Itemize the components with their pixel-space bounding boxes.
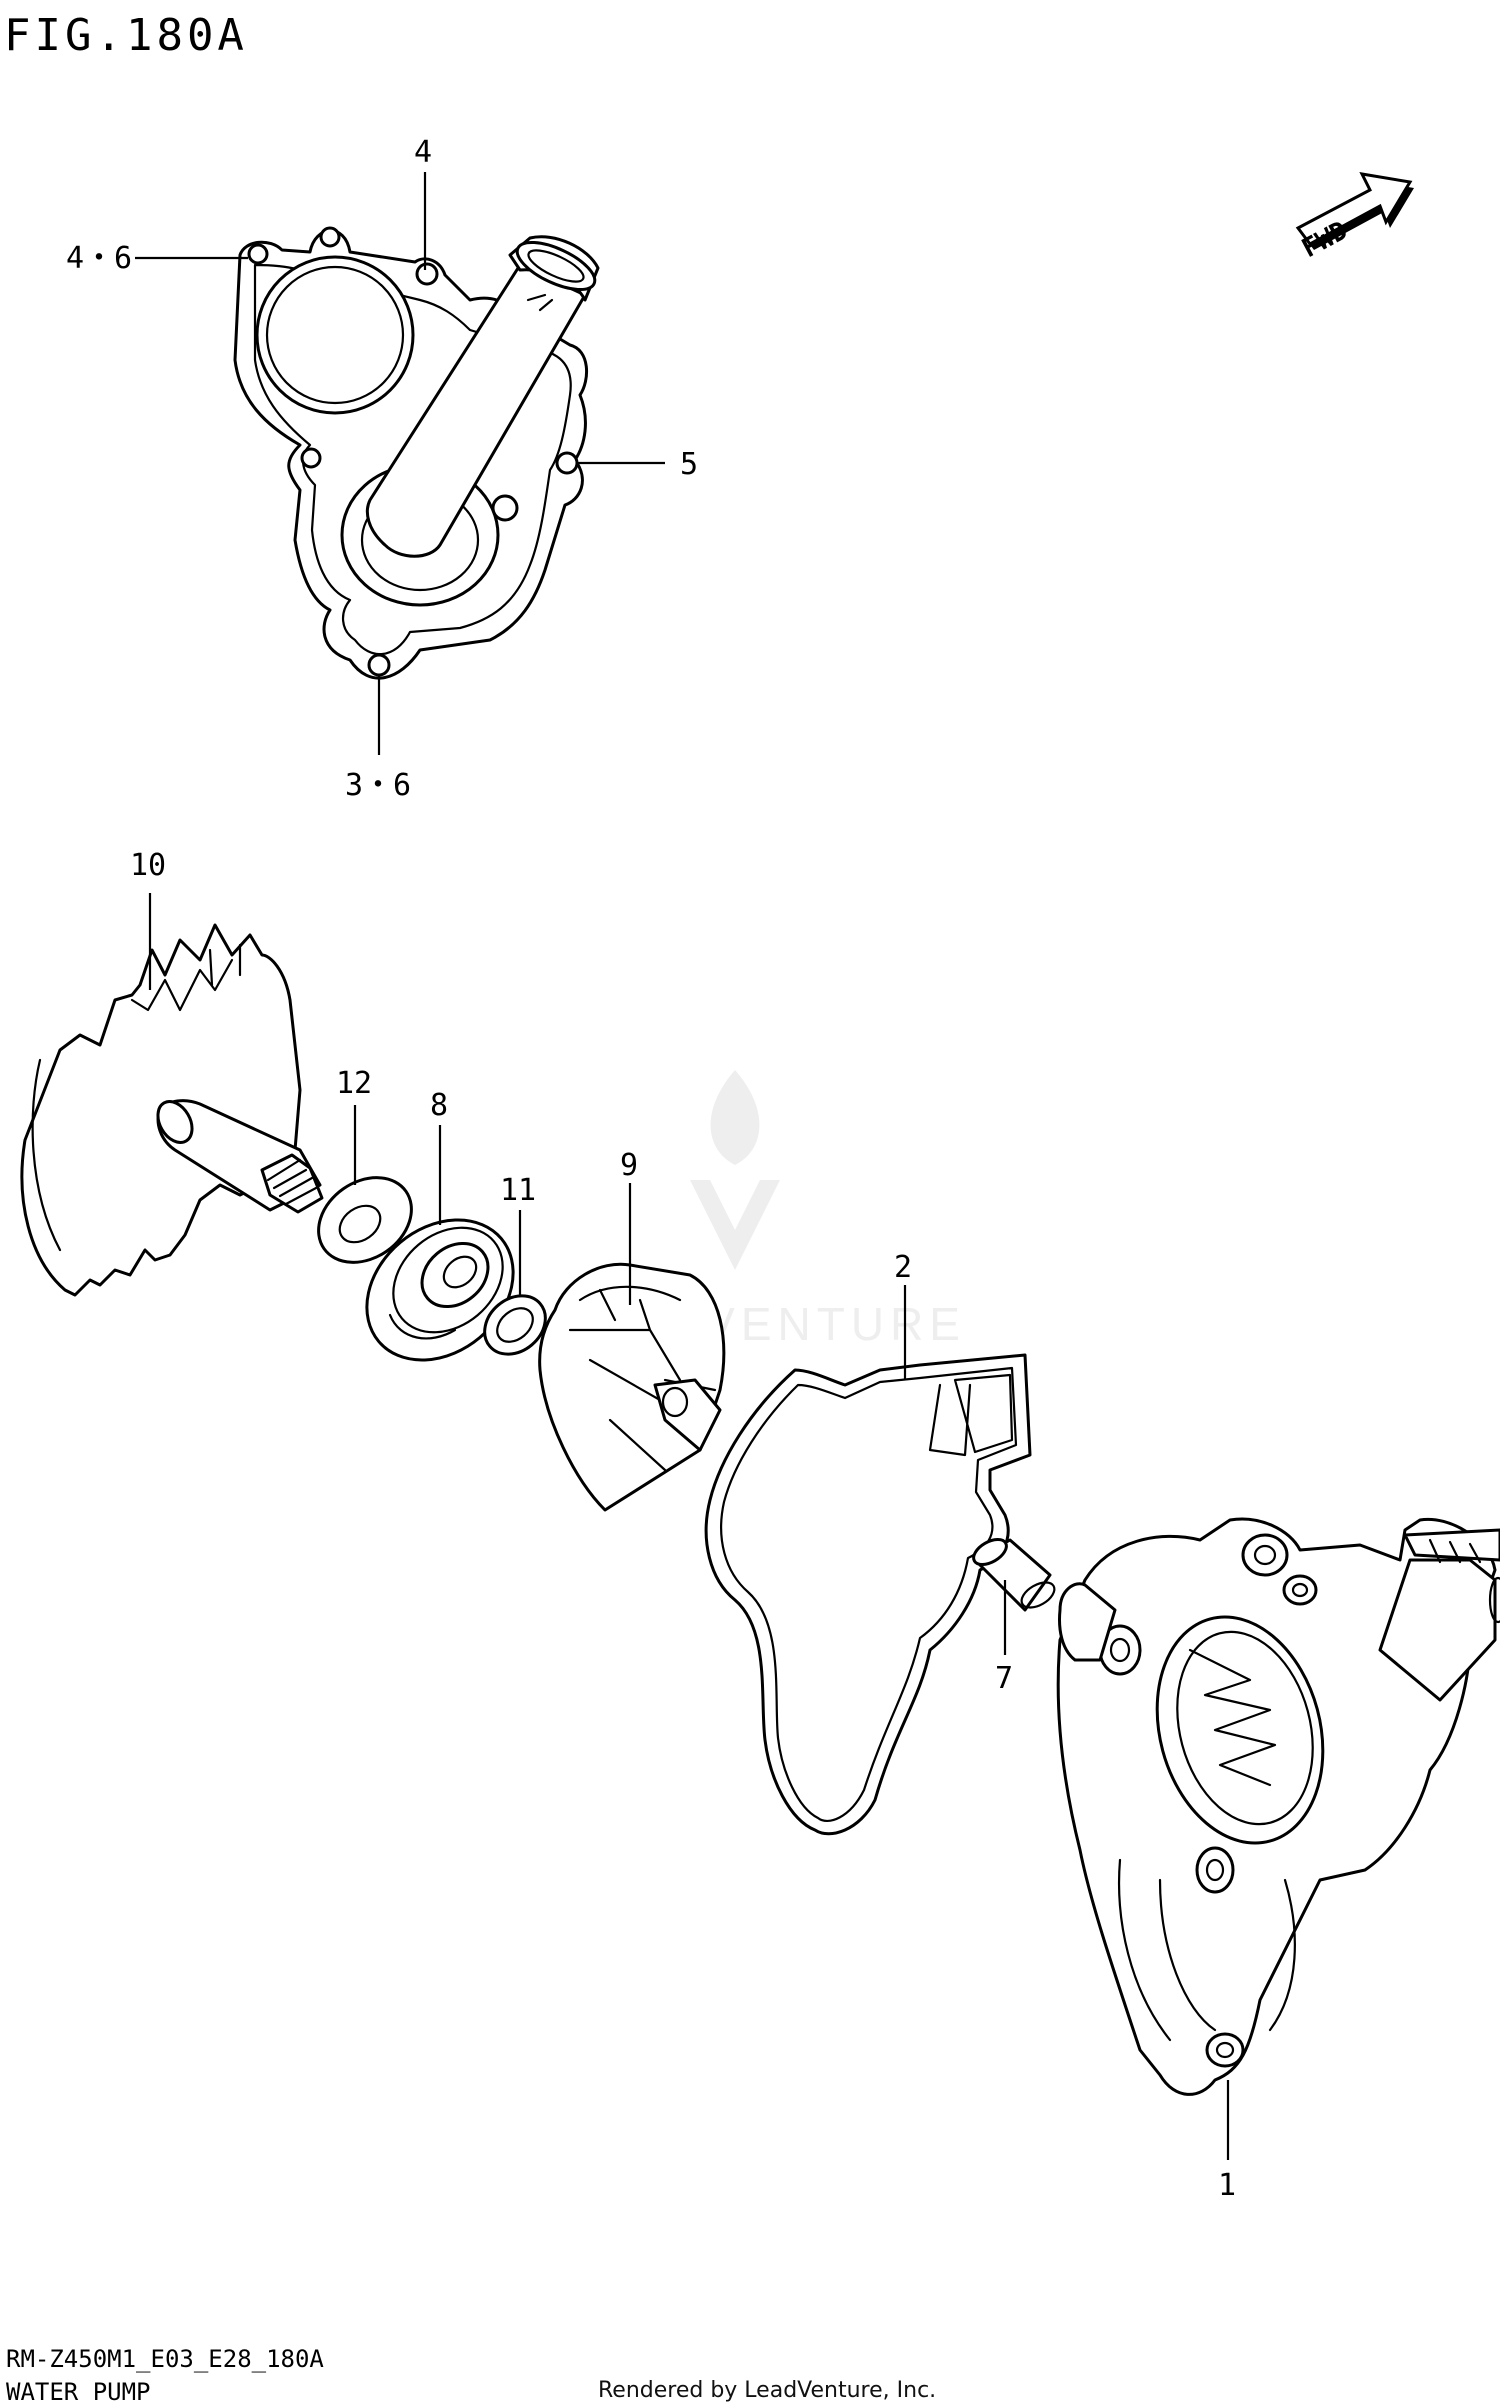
- o-ring: [483, 1294, 547, 1356]
- water-pump-case: [1056, 1517, 1500, 2096]
- callout-2: 2: [894, 1250, 912, 1285]
- callout-11: 11: [500, 1173, 536, 1208]
- callout-labels: 4・6 4 5 3・6 10 12 8 11 9 2 7 1: [66, 135, 1236, 2203]
- gasket: [704, 1353, 1032, 1836]
- forward-arrow-icon: FWD: [1295, 172, 1414, 264]
- callout-12: 12: [336, 1066, 372, 1101]
- model-code: RM-Z450M1_E03_E28_180A: [6, 2345, 324, 2373]
- dowel-pin: [972, 1538, 1056, 1612]
- callout-1: 1: [1218, 2168, 1236, 2203]
- callout-3-6: 3・6: [345, 768, 411, 803]
- callout-9: 9: [620, 1148, 638, 1183]
- callout-5: 5: [680, 447, 698, 482]
- water-pump-cover: [233, 226, 600, 680]
- callout-4-6: 4・6: [66, 241, 132, 276]
- leader-lines: [135, 172, 1230, 2160]
- figure-title: FIG.180A: [4, 10, 248, 61]
- callout-10: 10: [130, 848, 166, 883]
- section-name: WATER PUMP: [6, 2378, 151, 2406]
- washer: [317, 1176, 413, 1264]
- callout-7: 7: [995, 1661, 1013, 1696]
- render-credit: Rendered by LeadVenture, Inc.: [598, 2378, 937, 2403]
- pump-shaft-gear: [20, 923, 324, 1297]
- oil-seal: [365, 1218, 515, 1362]
- callout-8: 8: [430, 1088, 448, 1123]
- impeller: [538, 1262, 726, 1512]
- callout-4: 4: [414, 135, 432, 170]
